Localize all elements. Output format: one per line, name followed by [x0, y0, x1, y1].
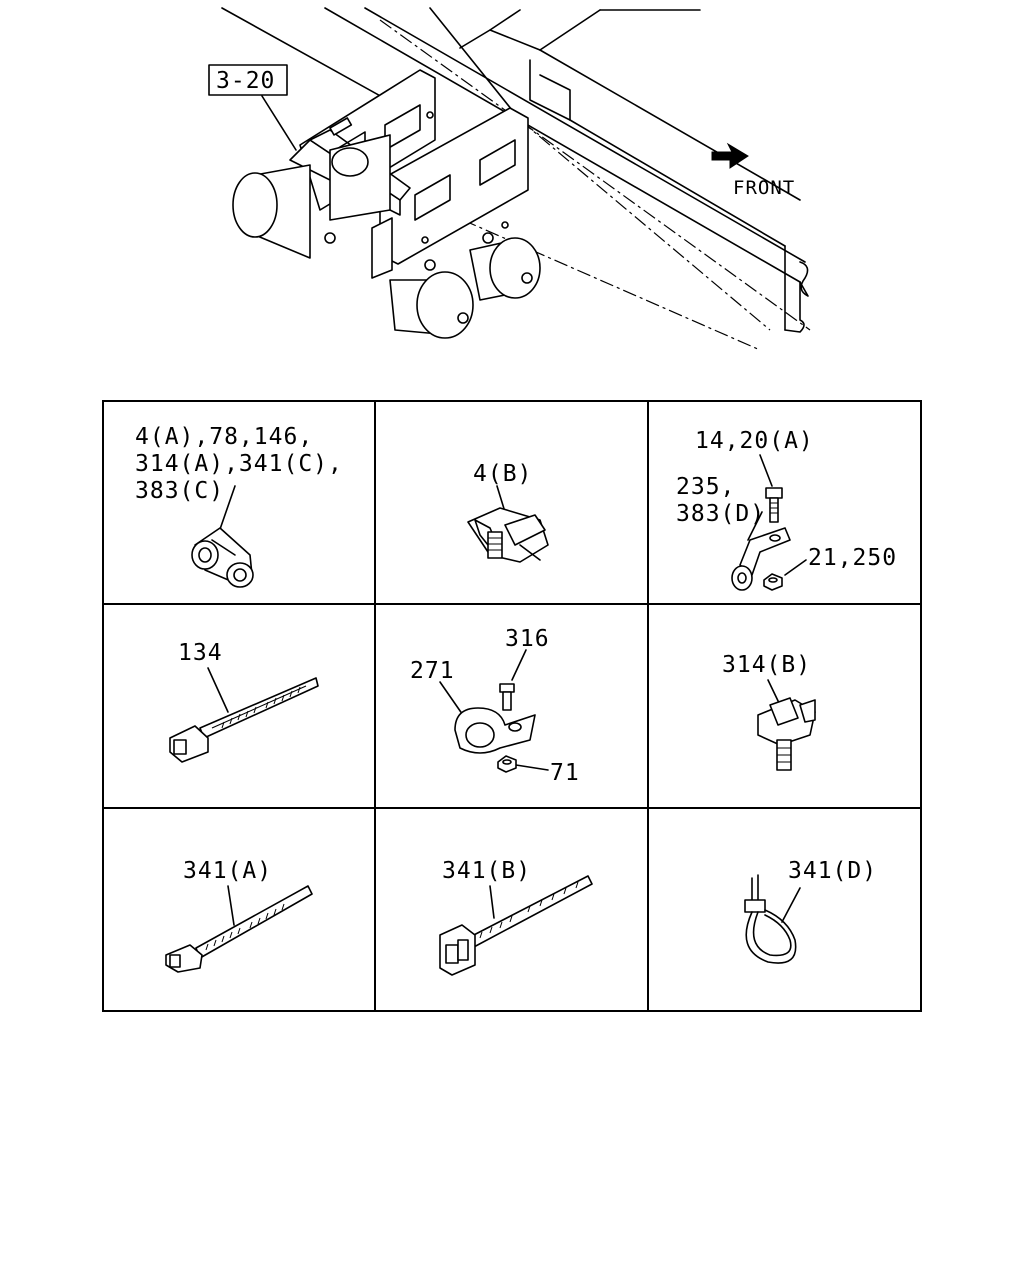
double-clip-part [191, 527, 254, 588]
parts-grid [102, 400, 922, 1012]
arrow-right-icon [711, 142, 749, 169]
part-label-line: 4(A),78,146, [135, 424, 313, 450]
part-label-line: 341(D) [788, 858, 877, 884]
part-label-line: 341(A) [183, 858, 272, 884]
front-indicator: FRONT [711, 142, 795, 199]
ref-label: 3-20 [216, 68, 275, 94]
air-cylinders [232, 134, 541, 339]
part-label-line: 314(B) [722, 652, 811, 678]
cell-tie-134[interactable]: 134 [169, 640, 319, 763]
clamp-271-part [454, 683, 536, 773]
front-label: FRONT [733, 177, 795, 199]
overview-illustration: 3-20 FRONT [208, 7, 811, 351]
part-label-line: 134 [178, 640, 223, 666]
cell-clip-314b[interactable]: 314(B) [722, 652, 816, 771]
cell-tie-341d[interactable]: 341(D) [744, 858, 877, 964]
clip-314b-part [757, 697, 816, 771]
cable-tie-341d [744, 874, 797, 964]
cable-tie-341a [165, 885, 313, 973]
cable-tie-341b [439, 875, 593, 976]
part-label-line: 4(B) [473, 461, 532, 487]
part-label-line: 383(D) [676, 501, 765, 527]
part-label-line: 383(C) [135, 478, 224, 504]
part-label-line: 14,20(A) [695, 428, 814, 454]
cell-clip-multi[interactable]: 4(A),78,146, 314(A),341(C), 383(C) [135, 424, 343, 588]
clip-4b-part [467, 507, 549, 563]
cell-clamp-271[interactable]: 316 271 71 [410, 626, 580, 786]
part-label-line: 71 [550, 760, 580, 786]
part-label-line: 316 [505, 626, 550, 652]
part-label-line: 271 [410, 658, 455, 684]
frame-rail [324, 7, 809, 333]
cable-tie-134 [169, 677, 319, 763]
bracket-part [731, 487, 791, 591]
cell-bracket[interactable]: 14,20(A) 235, 383(D) 21,250 [676, 428, 897, 591]
part-label-line: 21,250 [808, 545, 897, 571]
cell-clip-4b[interactable]: 4(B) [467, 461, 549, 563]
ref-callout[interactable]: 3-20 [208, 64, 297, 151]
cell-tie-341b[interactable]: 341(B) [439, 858, 593, 976]
part-label-line: 341(B) [442, 858, 531, 884]
cell-tie-341a[interactable]: 341(A) [165, 858, 313, 973]
part-label-line: 235, [676, 474, 735, 500]
part-label-line: 314(A),341(C), [135, 451, 343, 477]
ref-box [208, 64, 288, 96]
